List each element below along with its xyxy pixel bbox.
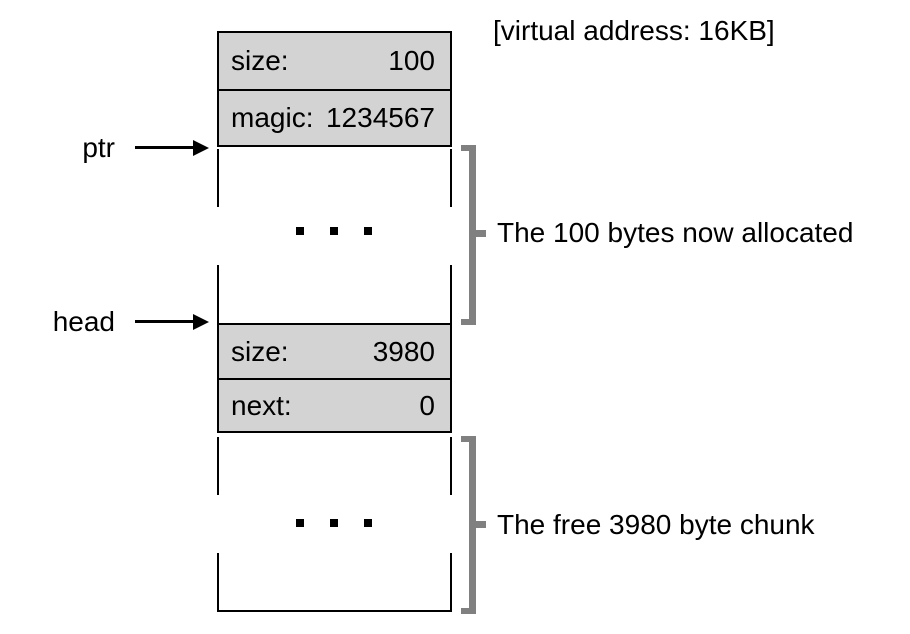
allocated-bracket-tick xyxy=(476,230,486,237)
header-row-size-3980: size: 3980 xyxy=(219,325,450,378)
allocated-region-wall xyxy=(217,265,219,323)
field-value: 100 xyxy=(388,45,435,76)
dot xyxy=(364,519,372,527)
dot xyxy=(296,227,304,235)
ellipsis-dots-allocated xyxy=(296,227,372,235)
field-value: 0 xyxy=(419,389,435,421)
allocated-header-box: size: 100 magic: 1234567 xyxy=(217,31,452,147)
header-row-magic: magic: 1234567 xyxy=(219,89,450,145)
head-arrow-icon xyxy=(135,314,209,330)
field-value: 1234567 xyxy=(325,102,435,133)
dot xyxy=(330,519,338,527)
free-bracket-bottom-arm xyxy=(461,608,476,614)
allocated-bracket-bottom-arm xyxy=(461,319,476,325)
free-region-label: The free 3980 byte chunk xyxy=(497,509,815,540)
field-name: next: xyxy=(231,389,292,421)
allocated-region-label: The 100 bytes now allocated xyxy=(497,217,854,248)
arrow-shaft xyxy=(135,320,193,323)
arrow-tip xyxy=(193,314,209,330)
free-region-wall xyxy=(217,553,219,612)
allocated-region-wall xyxy=(450,265,452,323)
ellipsis-dots-free xyxy=(296,519,372,527)
field-name: magic: xyxy=(231,102,314,133)
allocated-region-wall xyxy=(450,149,452,207)
arrow-shaft xyxy=(135,146,193,149)
field-value: 3980 xyxy=(372,335,435,367)
allocated-region-wall xyxy=(217,149,219,207)
field-name: size: xyxy=(231,45,289,76)
free-header-box: size: 3980 next: 0 xyxy=(217,323,452,433)
free-region-wall xyxy=(450,437,452,495)
ptr-label: ptr xyxy=(82,132,115,163)
allocated-bracket-top-arm xyxy=(461,145,476,151)
free-bracket-tick xyxy=(476,521,486,528)
ptr-arrow-icon xyxy=(135,140,209,156)
header-row-size-100: size: 100 xyxy=(219,33,450,89)
dot xyxy=(364,227,372,235)
allocated-bracket xyxy=(469,145,476,325)
arrow-tip xyxy=(193,140,209,156)
dot xyxy=(330,227,338,235)
free-bracket xyxy=(469,436,476,614)
free-region-bottom-line xyxy=(217,610,452,612)
free-region-wall xyxy=(450,553,452,612)
free-bracket-top-arm xyxy=(461,436,476,442)
virtual-address-note: [virtual address: 16KB] xyxy=(493,15,775,46)
free-region-wall xyxy=(217,437,219,495)
head-label: head xyxy=(52,306,115,337)
header-row-next: next: 0 xyxy=(219,378,450,431)
field-name: size: xyxy=(231,335,289,367)
dot xyxy=(296,519,304,527)
